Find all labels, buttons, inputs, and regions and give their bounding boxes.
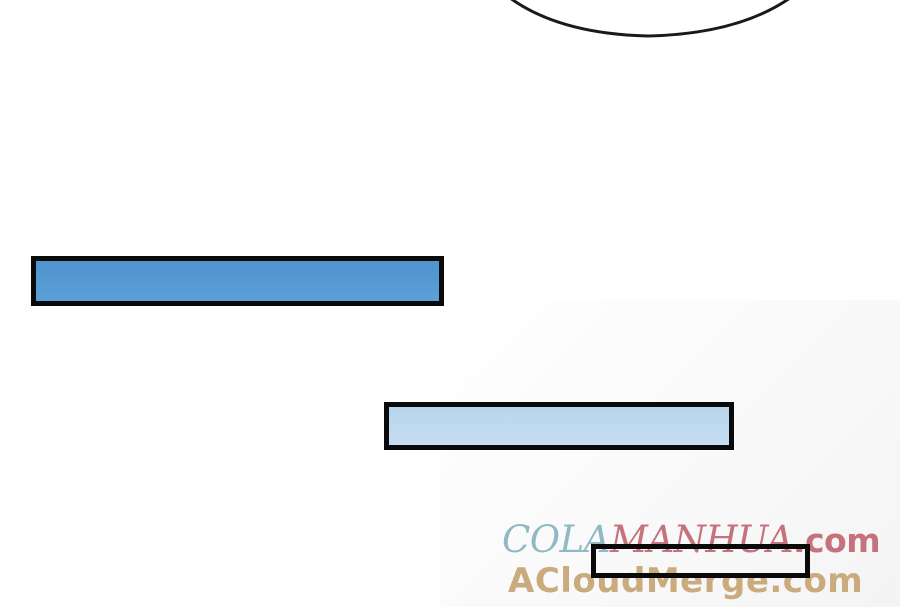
white-bar-bottom xyxy=(591,544,810,578)
background-shading xyxy=(440,300,900,607)
light-blue-bar-middle xyxy=(384,402,734,450)
blue-bar-top xyxy=(31,256,444,306)
speech-bubble-outline xyxy=(510,0,790,38)
speech-bubble-edge xyxy=(510,0,790,38)
